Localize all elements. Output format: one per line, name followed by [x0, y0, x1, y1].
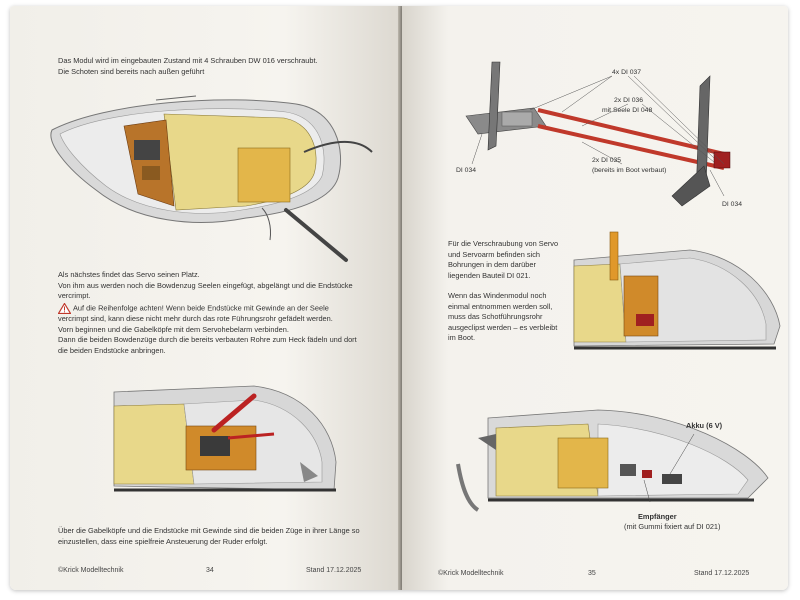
warning-line: Vorn beginnen und die Gabelköpfe mit dem… [58, 324, 289, 334]
callout-di035: 2x DI 035 [592, 157, 621, 164]
winch-note-text: Wenn das Windenmodul noch einmal entnomm… [448, 291, 557, 344]
servo-line: vercrimpt. [58, 291, 91, 301]
screw-note-text: Für die Verschraubung von Servo und Serv… [448, 239, 558, 281]
warning-line: vercrimpt sind, kann diese nicht mehr du… [58, 314, 333, 324]
receiver-label: Empfänger [638, 512, 677, 521]
warning-line: Dann die beiden Bowdenzüge durch die ber… [58, 335, 357, 345]
adjust-line: einzustellen, dass eine spielfreie Anste… [58, 536, 268, 546]
callout-di036: 2x DI 036 [614, 97, 643, 104]
boat-deck-illustration [50, 95, 373, 262]
screw-line: Bohrungen in dem darüber [448, 260, 536, 270]
winch-module-illustration [573, 231, 781, 350]
servo-install-illustration [113, 385, 337, 492]
warning-text: Auf die Reihenfolge achten! Wenn beide E… [58, 303, 357, 356]
winch-line: einmal entnommen werden soll, [448, 301, 553, 311]
adjust-text: Über die Gabelköpfe und die Endstücke mi… [58, 526, 360, 547]
footer-date: Stand 17.12.2025 [306, 567, 362, 574]
callout-di034-left: DI 034 [456, 167, 476, 174]
warning-icon [58, 303, 71, 314]
page-35: 4x DI 037 2x DI 036 mit Seele DI 048 2x … [402, 6, 788, 590]
servo-line: Als nächstes findet das Servo seinen Pla… [58, 270, 200, 279]
footer-company: ©Krick Modelltechnik [58, 567, 124, 574]
receiver-note: (mit Gummi fixiert auf DI 021) [624, 522, 721, 531]
callout-di034-right: DI 034 [722, 201, 742, 208]
module-intro-text: Das Modul wird im eingebauten Zustand mi… [58, 56, 318, 77]
winch-line: muss das Schotführungsrohr [448, 312, 543, 322]
page-34: Das Modul wird im eingebauten Zustand mi… [10, 6, 402, 590]
screw-line: liegenden Bauteil DI 021. [448, 270, 531, 280]
winch-line: im Boot. [448, 333, 476, 343]
warning-line: Auf die Reihenfolge achten! Wenn beide E… [73, 303, 329, 313]
battery-label: Akku (6 V) [686, 421, 723, 430]
warning-line: die beiden Endstücke anbringen. [58, 345, 166, 355]
page-number: 35 [588, 570, 596, 577]
adjust-line: Über die Gabelköpfe und die Endstücke mi… [58, 526, 360, 535]
exploded-parts-diagram: 4x DI 037 2x DI 036 mit Seele DI 048 2x … [456, 61, 742, 208]
servo-text: Als nächstes findet das Servo seinen Pla… [58, 270, 353, 302]
intro-line: Das Modul wird im eingebauten Zustand mi… [58, 56, 318, 65]
callout-di037: 4x DI 037 [612, 69, 641, 76]
battery-receiver-illustration [456, 409, 769, 512]
callout-di036-note: mit Seele DI 048 [602, 107, 652, 114]
footer-date: Stand 17.12.2025 [694, 570, 750, 577]
footer-company: ©Krick Modelltechnik [438, 570, 504, 577]
winch-line: ausgeclipst werden – es verbleibt [448, 322, 558, 332]
intro-line: Die Schoten sind bereits nach außen gefü… [58, 66, 205, 76]
callout-di035-note: (bereits im Boot verbaut) [592, 167, 666, 174]
screw-line: Für die Verschraubung von Servo [448, 239, 559, 248]
winch-line: Wenn das Windenmodul noch [448, 291, 547, 300]
servo-line: Von ihm aus werden noch die Bowdenzug Se… [58, 280, 353, 290]
screw-line: und Servoarm befinden sich [448, 249, 541, 259]
page-number: 34 [206, 567, 214, 574]
